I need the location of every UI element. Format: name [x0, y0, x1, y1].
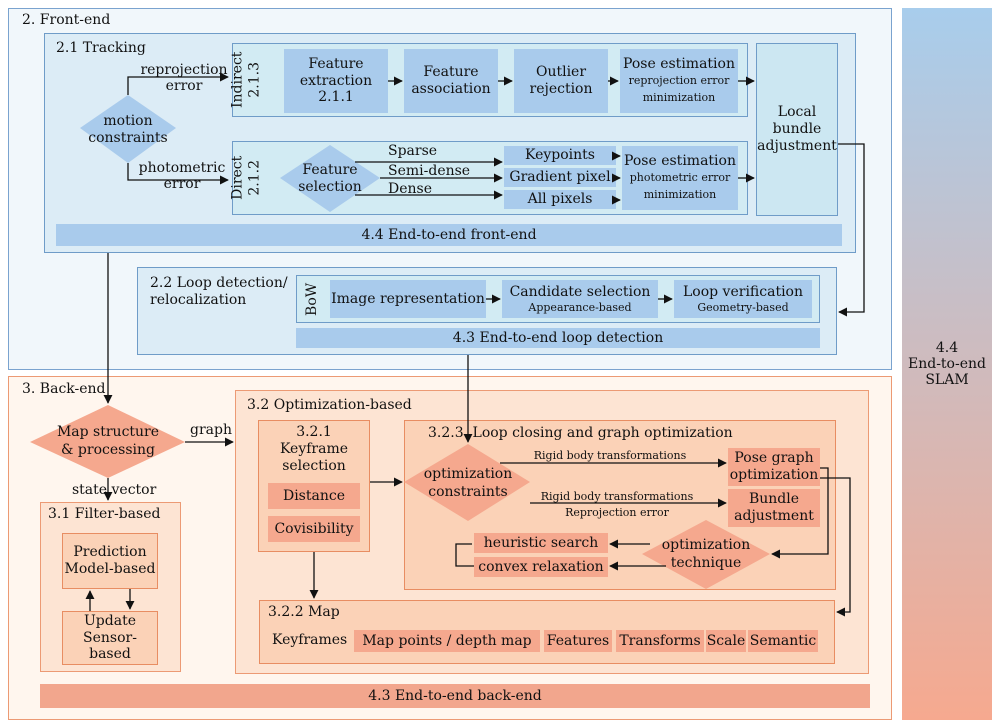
pose-graph-box: Pose graph optimization: [728, 448, 820, 486]
bundle-adjustment-box: Bundle adjustment: [728, 489, 820, 527]
e2e-backend-bar: 4.3 End-to-end back-end: [40, 684, 870, 708]
map-title: 3.2.2 Map: [268, 604, 340, 620]
sparse-label: Sparse: [388, 143, 438, 159]
map-structure-label: Map structure & processing: [56, 424, 160, 458]
feature-extraction-box: Feature extraction 2.1.1: [284, 49, 388, 113]
backend-title: 3. Back-end: [22, 381, 106, 397]
keypoints-box: Keypoints: [504, 146, 616, 165]
rigid-body-label-2: Rigid body transformations: [540, 490, 694, 503]
loop-verification-box: Loop verification Geometry-based: [674, 280, 812, 318]
distance-box: Distance: [268, 483, 360, 509]
all-pixels-box: All pixels: [504, 190, 616, 209]
e2e-frontend-bar: 4.4 End-to-end front-end: [56, 224, 842, 246]
loop-closing-title: 3.2.3 Loop closing and graph optimizatio…: [428, 425, 733, 441]
motion-constraints-diamond: [80, 95, 176, 163]
loop-detection-title: 2.2 Loop detection/ relocalization: [150, 275, 288, 308]
outlier-rejection-box: Outlier rejection: [514, 49, 608, 113]
feature-association-box: Feature association: [404, 49, 498, 113]
state-vector-label: state vector: [72, 482, 157, 498]
candidate-selection-box: Candidate selection Appearance-based: [502, 280, 658, 318]
local-bundle-adjustment-box: Local bundle adjustment: [756, 43, 838, 216]
image-representation-box: Image representation: [330, 280, 486, 318]
convex-relaxation-box: convex relaxation: [474, 557, 608, 577]
rigid-body-label-1: Rigid body transformations: [533, 449, 687, 462]
graph-label: graph: [190, 422, 232, 438]
optimization-constraints-diamond: [404, 444, 530, 521]
photometric-error-label: photometric error: [138, 160, 226, 193]
end-to-end-slam-label: 4.4 End-to-end SLAM: [908, 340, 986, 389]
map-points-box: Map points / depth map: [354, 630, 540, 652]
reprojection-error-label-front: reprojection error: [140, 62, 228, 95]
pose-estimation-indirect-box: Pose estimation reprojection error minim…: [620, 49, 738, 113]
features-box: Features: [544, 630, 612, 652]
reprojection-error-label: Reprojection error: [565, 506, 669, 519]
e2e-loop-bar: 4.3 End-to-end loop detection: [296, 328, 820, 348]
keyframes-label: Keyframes: [272, 632, 348, 648]
tracking-title: 2.1 Tracking: [56, 40, 146, 56]
transforms-box: Transforms: [616, 630, 704, 652]
gradient-pixel-box: Gradient pixel: [504, 168, 616, 187]
semantic-box: Semantic: [748, 630, 818, 652]
keyframe-selection-title: 3.2.1 Keyframe selection: [279, 424, 349, 474]
end-to-end-slam-bar: [902, 8, 992, 720]
optimization-technique-label: optimization technique: [661, 537, 751, 571]
pose-estimation-direct-box: Pose estimation photometric error minimi…: [622, 146, 738, 210]
covisibility-box: Covisibility: [268, 516, 360, 542]
scale-box: Scale: [706, 630, 746, 652]
frontend-title: 2. Front-end: [22, 12, 111, 28]
dense-label: Dense: [388, 181, 432, 197]
update-box: Update Sensor-based: [62, 611, 158, 665]
optimization-constraints-label: optimization constraints: [423, 466, 513, 500]
heuristic-search-box: heuristic search: [474, 533, 608, 553]
feature-selection-label: Feature selection: [298, 162, 362, 195]
prediction-box: Prediction Model-based: [62, 533, 158, 589]
optimization-based-title: 3.2 Optimization-based: [247, 397, 412, 413]
semi-dense-label: Semi-dense: [388, 163, 471, 179]
motion-constraints-label: motion constraints: [88, 113, 168, 146]
map-structure-diamond: [30, 405, 185, 478]
filter-based-title: 3.1 Filter-based: [48, 506, 161, 522]
optimization-technique-diamond: [642, 520, 770, 589]
